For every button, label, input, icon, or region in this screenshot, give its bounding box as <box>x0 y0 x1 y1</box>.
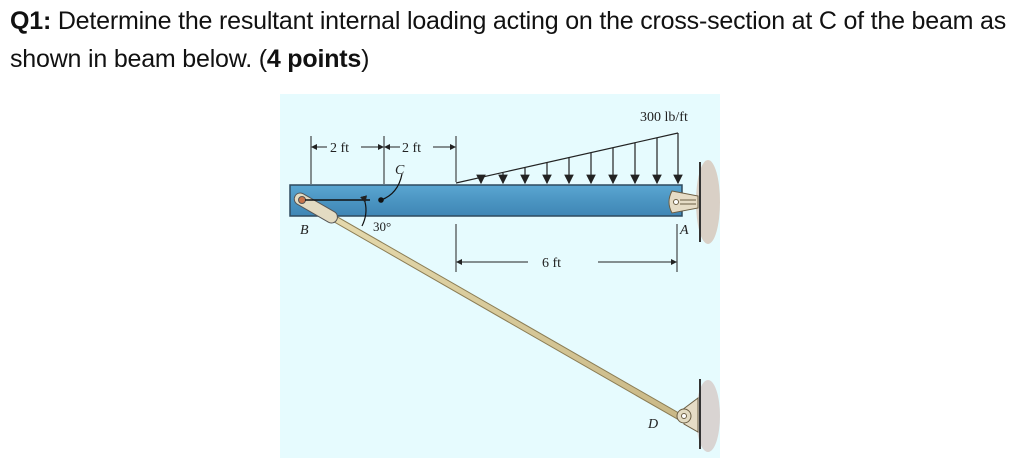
wall-support-a <box>696 160 720 244</box>
top-dimensions <box>310 136 457 184</box>
wall-support-d <box>696 379 720 452</box>
angle-arc <box>360 195 368 227</box>
question-label: Q1: <box>10 7 52 35</box>
dim-label-1: 2 ft <box>330 141 349 156</box>
pin-a <box>668 190 699 214</box>
question-text: Q1: Determine the resultant internal loa… <box>10 7 1007 73</box>
dim-label-3: 6 ft <box>542 256 561 271</box>
dim-label-2: 2 ft <box>402 141 421 156</box>
bottom-dimension <box>455 224 678 272</box>
rod-bd <box>298 196 689 424</box>
load-label: 300 lb/ft <box>640 110 688 125</box>
label-b: B <box>300 223 309 238</box>
c-leader <box>380 173 403 201</box>
label-a: A <box>679 223 689 238</box>
label-d: D <box>647 417 658 432</box>
question-points: 4 points <box>266 45 362 73</box>
angle-label: 30° <box>373 219 391 234</box>
beam-diagram: C 30° 3 <box>289 110 720 452</box>
question-body: Determine the resultant internal loading… <box>10 7 1007 73</box>
pin-d <box>676 397 699 433</box>
beam-figure: C 30° 3 <box>280 94 720 458</box>
label-c: C <box>395 163 405 178</box>
distributed-load <box>455 132 683 185</box>
